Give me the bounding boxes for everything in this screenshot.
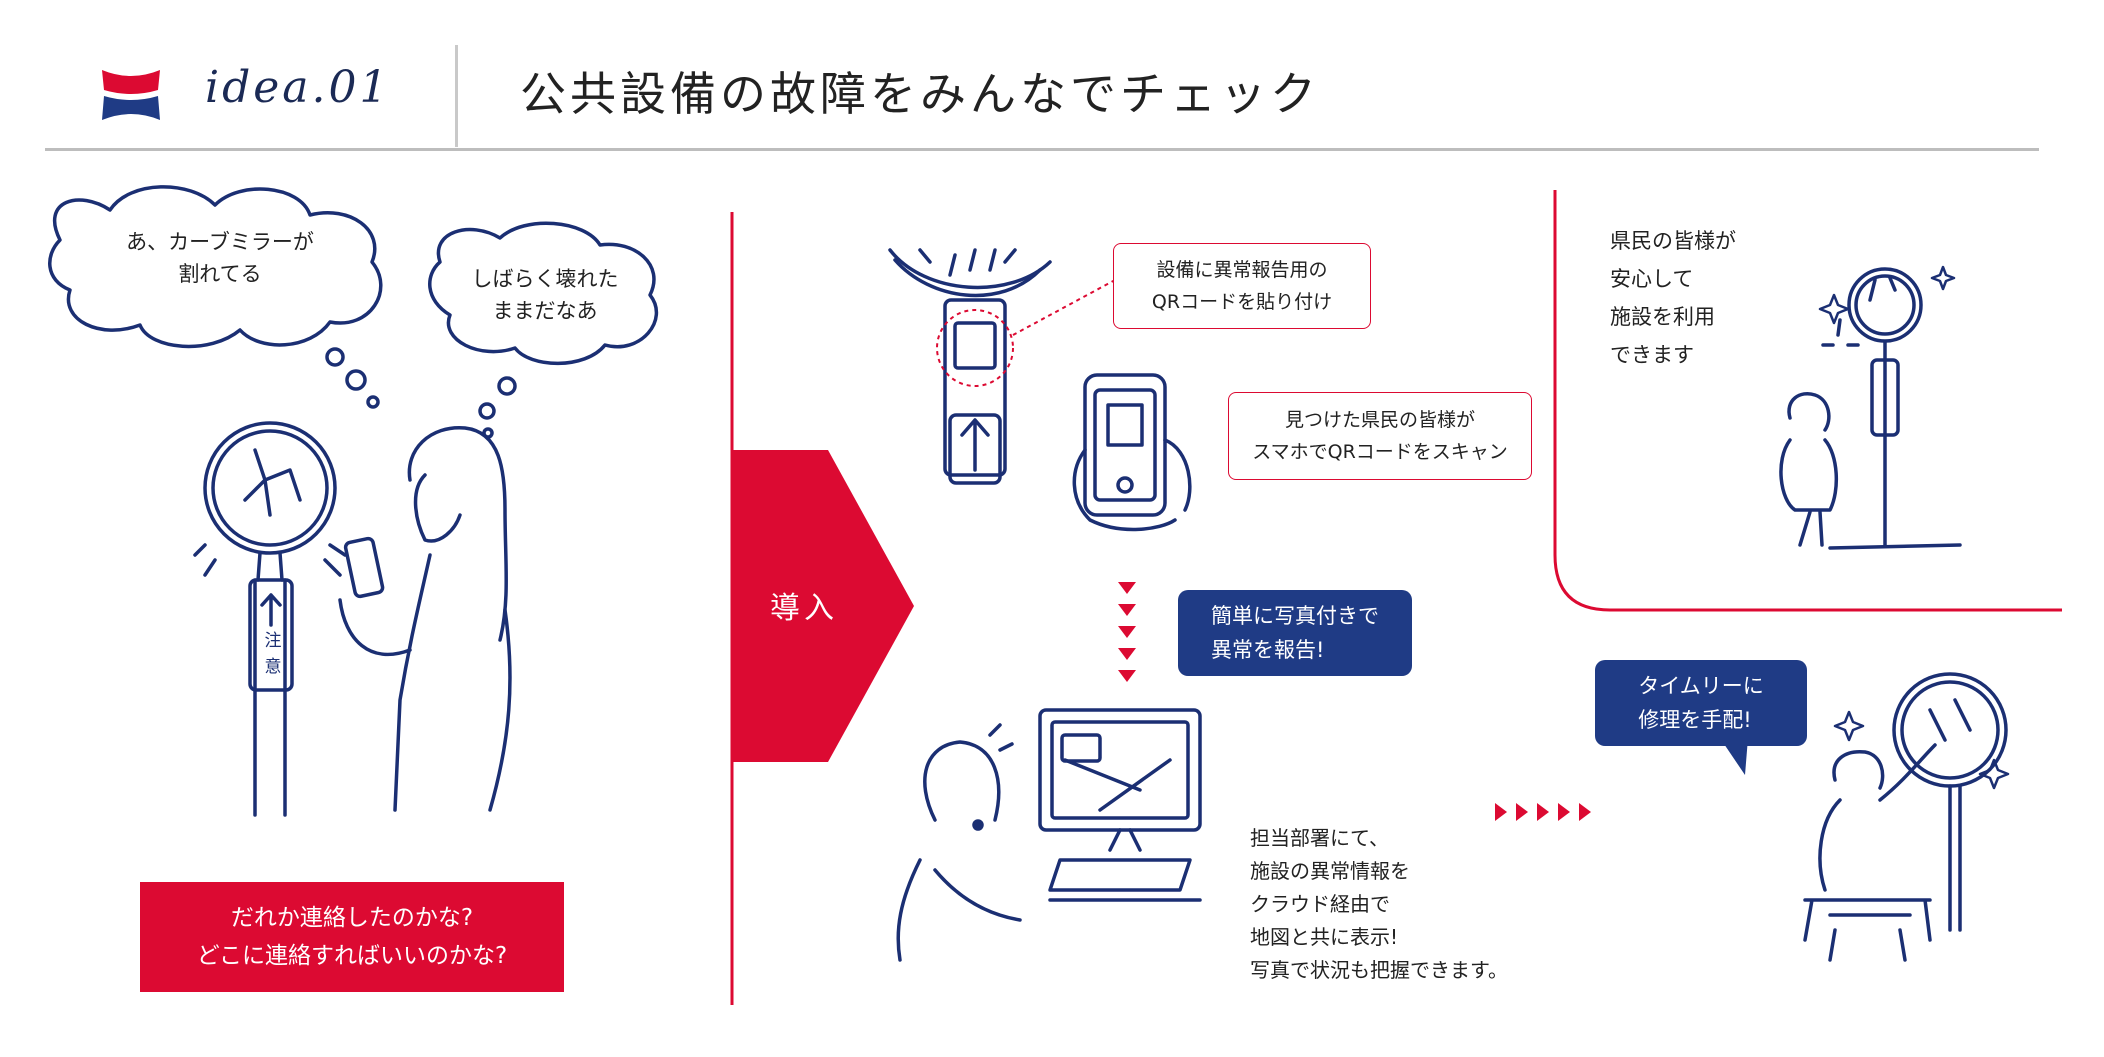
idea-label: idea.01: [205, 62, 391, 113]
logo-icon: [102, 70, 160, 120]
thought-bubble-left: [48, 185, 383, 349]
scan-note: 見つけた県民の皆様が スマホでQRコードをスキャン: [1228, 392, 1532, 480]
intro-label: 導入: [770, 591, 838, 626]
child-mirror-figure: [1779, 265, 1962, 550]
report-note: 簡単に写真付きで 異常を報告!: [1178, 590, 1412, 676]
phone-hand: [1072, 373, 1192, 532]
bubble-right-text: しばらく壊れた ままだなあ: [471, 267, 619, 323]
header-separator: [455, 45, 458, 147]
mirror-pole-top: [888, 248, 1052, 485]
qr-note: 設備に異常報告用の QRコードを貼り付け: [1113, 243, 1371, 329]
repair-note: タイムリーに 修理を手配!: [1595, 660, 1807, 746]
bubble-left-text: あ、カーブミラーが 割れてる: [126, 230, 314, 286]
woman-figure: [338, 426, 512, 812]
result-note: 県民の皆様が 安心して 施設を利用 できます: [1610, 229, 1736, 367]
operator-figure: [896, 708, 1202, 962]
result-frame: [1553, 190, 2062, 612]
header-divider: [45, 148, 2039, 151]
question-box: だれか連絡したのかな? どこに連絡すればいいのかな?: [140, 882, 564, 992]
page-title: 公共設備の故障をみんなでチェック: [520, 67, 1320, 121]
display-note: 担当部署にて、 施設の異常情報を クラウド経由で 地図と共に表示! 写真で状況も…: [1250, 826, 1508, 982]
sign-text: 注意: [264, 631, 282, 677]
curve-mirror-left: [193, 421, 347, 817]
thought-bubble-right: [428, 221, 658, 366]
down-arrows: [1118, 582, 1136, 682]
intro-chevron: [732, 450, 914, 762]
repair-worker: [1803, 672, 2010, 962]
right-arrows: [1495, 803, 1591, 821]
